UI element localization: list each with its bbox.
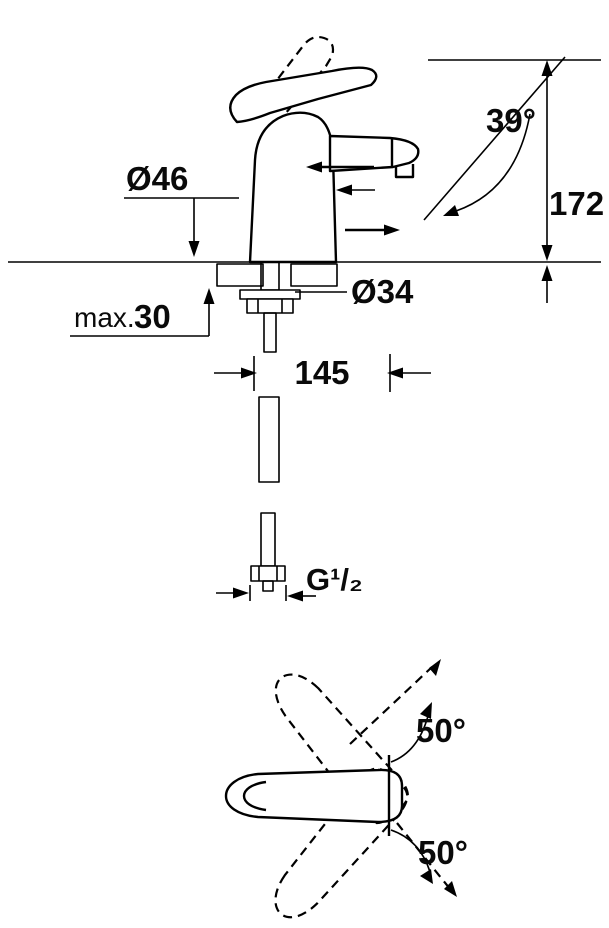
label-dia-46: Ø46 — [126, 160, 188, 197]
dimension-max-thickness: max. 30 — [70, 288, 215, 337]
mounting-nut — [246, 298, 294, 314]
fitting-detail-lines — [258, 566, 278, 581]
label-angle-50-top: 50° — [416, 712, 466, 749]
mounting-section — [8, 261, 601, 592]
arrowhead-left-145 — [387, 367, 403, 379]
arrowhead-upper-arc — [420, 702, 432, 719]
dimension-hole-diameter: Ø34 — [295, 273, 414, 310]
handle-nose-inner-contour — [242, 780, 267, 812]
deck-hatch-left — [216, 263, 264, 287]
swing-arc-upper — [390, 715, 429, 763]
arrowhead-up-small — [541, 265, 553, 281]
label-dia-34: Ø34 — [351, 273, 414, 310]
threaded-rod — [263, 312, 277, 353]
flow-arrowhead-left — [306, 161, 322, 173]
arrowhead-left-46 — [336, 184, 352, 196]
lever-outline — [229, 66, 378, 124]
dimension-spout-angle: 39° — [306, 56, 566, 236]
deck-hatch-right — [290, 263, 338, 287]
thread-fitting — [250, 565, 286, 582]
nut-detail-lines — [257, 299, 283, 313]
arrowhead-up-max30 — [203, 288, 215, 304]
label-thread-g12: G¹/₂ — [306, 562, 363, 597]
arrowhead-down — [541, 245, 553, 261]
arrowhead-right-145 — [241, 367, 257, 379]
arrowhead-down-46 — [188, 241, 200, 257]
label-max-value: 30 — [134, 298, 171, 335]
label-angle-50-bottom: 50° — [418, 834, 468, 871]
label-projection-145: 145 — [294, 354, 349, 391]
dimension-projection: 145 — [214, 354, 431, 392]
arrowhead-up — [541, 60, 553, 76]
dimension-thread-size: G¹/₂ — [216, 562, 363, 602]
arrowhead-lower-arc — [420, 869, 433, 884]
dimension-total-height: 172 — [428, 59, 604, 303]
label-height-172: 172 — [549, 185, 604, 222]
flow-arrowhead-right — [384, 224, 400, 236]
fitting-stub — [262, 580, 274, 592]
faucet-body-outline — [248, 111, 338, 264]
arrowhead-right-g — [233, 587, 249, 599]
handle-solid-outline — [224, 768, 404, 824]
handle-top-view: 50° 50° — [224, 659, 468, 919]
arrowhead-upper-diagonal — [429, 659, 441, 676]
washer-plate — [239, 289, 301, 300]
dimension-base-diameter: Ø46 — [124, 160, 375, 257]
arrowhead-lower-diagonal — [444, 881, 457, 897]
spout-outline — [328, 134, 420, 173]
label-max-prefix: max. — [74, 302, 135, 333]
lever-raised-dashed-outline — [250, 35, 335, 129]
swing-arc-lower — [390, 829, 431, 873]
arrowhead-arc-end — [443, 205, 459, 216]
swing-axis-upper-dashed — [349, 666, 433, 745]
label-angle-39: 39° — [486, 102, 536, 139]
angle-arc — [455, 113, 531, 212]
arrowhead-left-g — [287, 590, 303, 602]
angle-reference-line — [423, 56, 566, 221]
hose-lower-segment — [260, 512, 276, 567]
faucet-side-view — [229, 35, 420, 264]
hose-upper-segment — [258, 396, 280, 483]
aerator-lines — [390, 139, 415, 179]
